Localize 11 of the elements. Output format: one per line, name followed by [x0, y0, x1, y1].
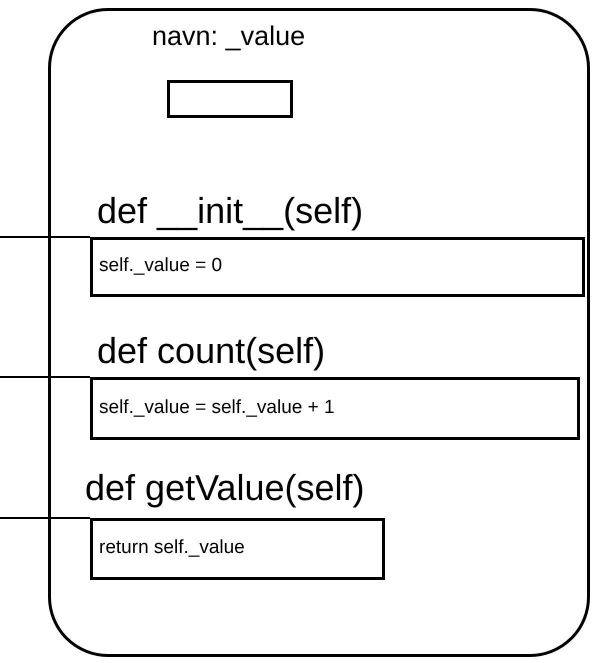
method-signature: def count(self) [97, 330, 326, 372]
code-text: return self._value [99, 537, 245, 559]
connector-line [0, 236, 90, 238]
method-signature: def getValue(self) [85, 467, 364, 509]
connector-line [0, 376, 90, 378]
code-text: self._value = self._value + 1 [99, 396, 335, 418]
class-box [48, 8, 590, 657]
code-text: self._value = 0 [99, 255, 222, 277]
attribute-label: navn: _value [152, 21, 306, 52]
method-signature: def __init__(self) [97, 190, 364, 232]
connector-line [0, 517, 90, 519]
